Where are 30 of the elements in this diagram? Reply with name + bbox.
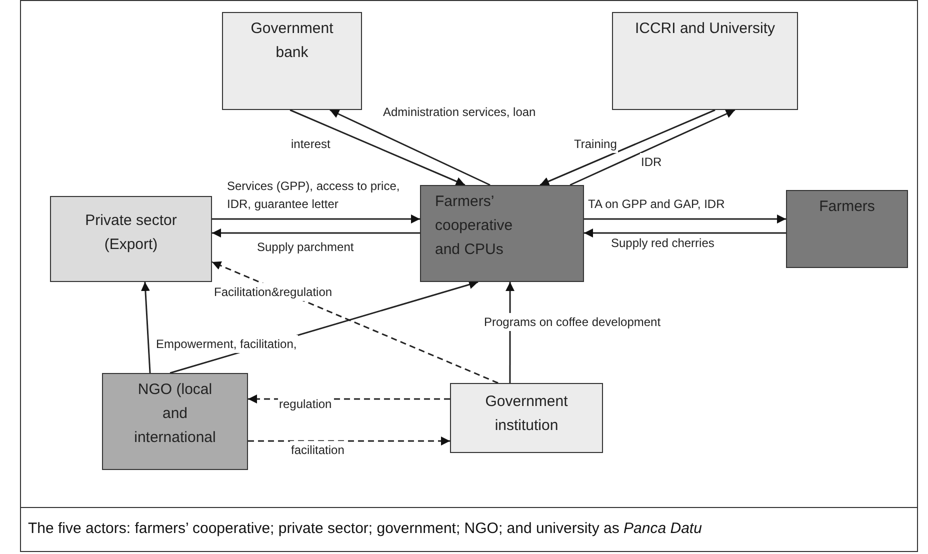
actor-name: Private sector (Export) xyxy=(84,211,178,255)
actor-name: Farmers xyxy=(818,197,876,217)
actor-box xyxy=(50,196,212,282)
edge-label: Empowerment, facilitation, xyxy=(155,335,298,353)
edge-label: Facilitation&regulation xyxy=(213,283,334,301)
arrow xyxy=(290,109,466,186)
arrow xyxy=(540,109,716,186)
edge-label: Programs on coffee development xyxy=(483,313,662,331)
dashed-arrow xyxy=(248,436,450,446)
actor-name: Government institution xyxy=(484,392,569,436)
caption: The five actors: farmers’ cooperative; private sector; government; NGO; and university as Panca Datu xyxy=(28,520,702,537)
actor-box xyxy=(786,190,908,268)
actor-name: Farmers’ cooperative and CPUs xyxy=(435,192,514,260)
actor-box xyxy=(612,12,798,110)
arrow xyxy=(584,228,786,238)
arrow xyxy=(212,214,420,224)
actor-name: NGO (local and international xyxy=(133,380,217,448)
dashed-arrow xyxy=(212,261,498,384)
arrow xyxy=(330,109,490,186)
edge-label: regulation xyxy=(278,395,333,413)
arrow xyxy=(140,282,151,374)
arrow xyxy=(584,214,786,224)
actor-name: ICCRI and University xyxy=(634,19,776,39)
actor-box xyxy=(420,185,584,282)
actor-box xyxy=(102,373,248,470)
actor-box xyxy=(222,12,362,110)
actor-name: Government bank xyxy=(250,19,334,63)
arrow xyxy=(570,109,736,186)
arrow xyxy=(212,228,420,238)
actor-box xyxy=(450,383,603,453)
